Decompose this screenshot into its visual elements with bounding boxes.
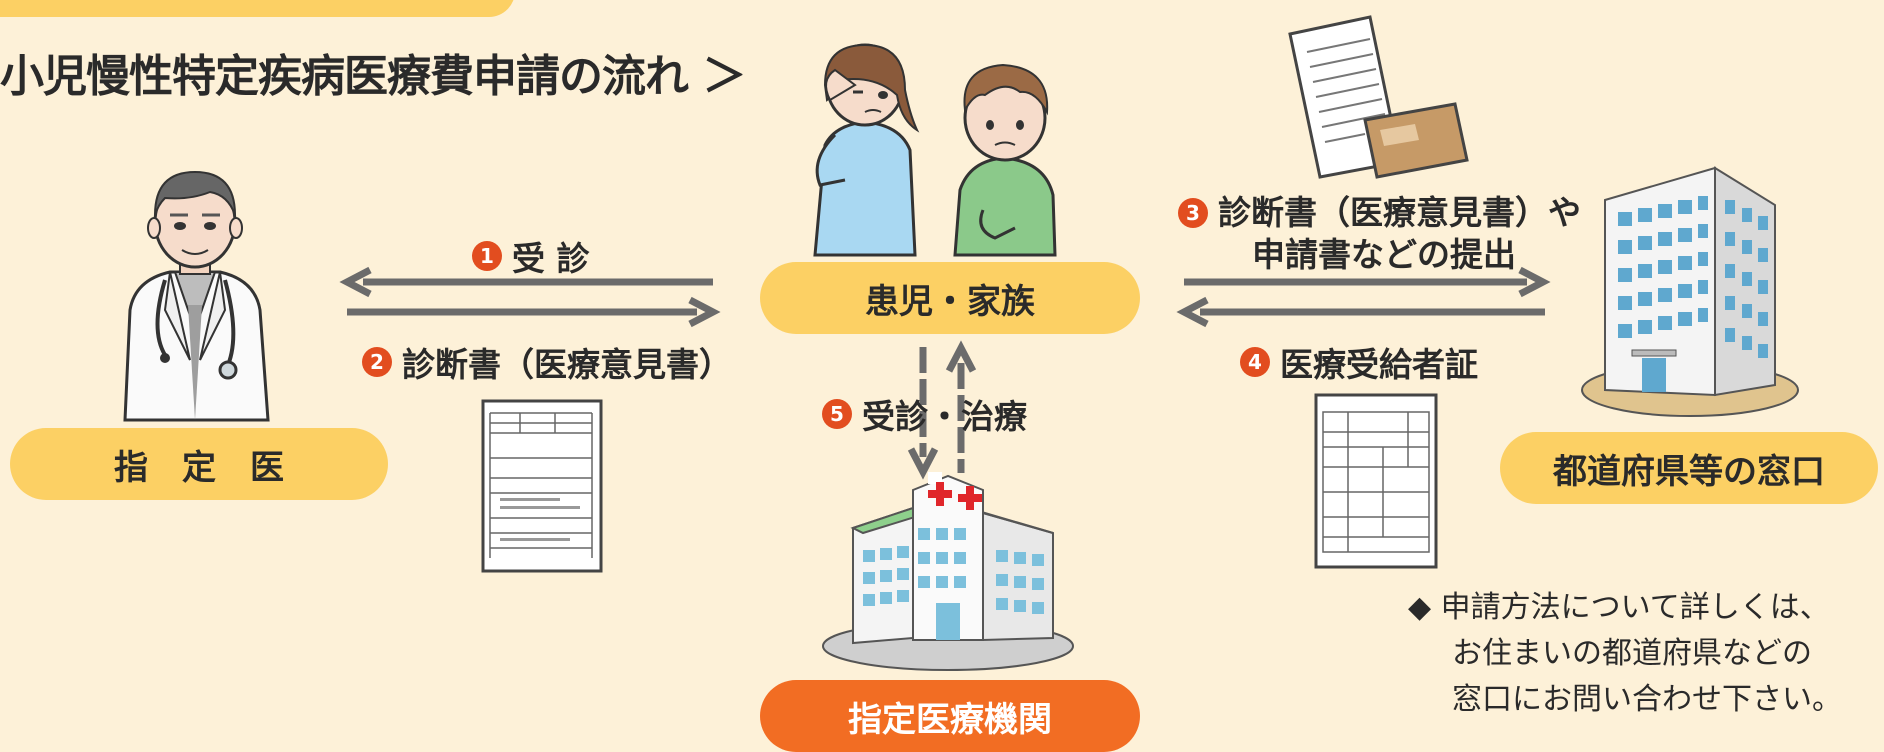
step-5-label: 5 受診・治療 xyxy=(822,390,1027,438)
family-illustration xyxy=(813,43,1057,257)
step-1-text: 受 診 xyxy=(512,239,590,278)
arrow-institution-to-family xyxy=(945,340,977,473)
arrow-family-to-doctor xyxy=(339,266,713,298)
step-5-number: 5 xyxy=(822,399,852,429)
step-4-number: 4 xyxy=(1240,347,1270,377)
arrow-family-to-institution xyxy=(907,347,939,480)
node-family: 患児・家族 xyxy=(760,262,1140,334)
arrow-office-to-family xyxy=(1176,296,1545,328)
recipient-certificate-document xyxy=(1314,393,1438,569)
node-institution-label: 指定医療機関 xyxy=(848,699,1052,740)
step-4-text: 医療受給者証 xyxy=(1280,345,1478,384)
note-line-1: ◆ 申請方法について詳しくは、 xyxy=(1408,590,1830,625)
doctor-illustration xyxy=(123,170,270,422)
step-3-text-line1: 診断書（医療意見書）や xyxy=(1218,193,1581,232)
node-family-label: 患児・家族 xyxy=(865,281,1035,322)
header-tab xyxy=(0,0,515,17)
office-building-illustration xyxy=(1581,166,1799,417)
node-doctor-label: 指 定 医 xyxy=(114,447,284,488)
node-doctor: 指 定 医 xyxy=(10,428,388,500)
node-office: 都道府県等の窓口 xyxy=(1500,432,1878,504)
diamond-bullet-icon: ◆ xyxy=(1408,590,1432,625)
arrow-doctor-to-family xyxy=(347,296,721,328)
step-5-text: 受診・治療 xyxy=(862,397,1027,436)
step-2-label: 2 診断書（医療意見書） xyxy=(362,338,732,386)
step-2-text: 診断書（医療意見書） xyxy=(402,345,732,384)
step-3-label: 3 診断書（医療意見書）や 申請書などの提出 xyxy=(1178,192,1581,276)
application-note: ◆ 申請方法について詳しくは、 お住まいの都道府県などの 窓口にお問い合わせ下さ… xyxy=(1408,585,1842,723)
arrow-family-to-office xyxy=(1184,266,1551,298)
note-line-2: お住まいの都道府県などの xyxy=(1452,636,1812,671)
node-institution: 指定医療機関 xyxy=(760,680,1140,752)
step-3-number: 3 xyxy=(1178,198,1208,228)
medical-opinion-document xyxy=(481,399,603,573)
page-title: 小児慢性特定疾病医療費申請の流れ ＞ xyxy=(0,51,746,102)
step-2-number: 2 xyxy=(362,347,392,377)
documents-envelope-illustration xyxy=(1288,15,1469,179)
note-line-3: 窓口にお問い合わせ下さい。 xyxy=(1452,682,1842,717)
step-3-text-line2: 申請書などの提出 xyxy=(1252,235,1516,274)
step-1-label: 1 受 診 xyxy=(472,232,590,280)
step-1-number: 1 xyxy=(472,241,502,271)
step-4-label: 4 医療受給者証 xyxy=(1240,338,1478,386)
hospital-illustration xyxy=(822,472,1074,671)
node-office-label: 都道府県等の窓口 xyxy=(1553,451,1825,492)
